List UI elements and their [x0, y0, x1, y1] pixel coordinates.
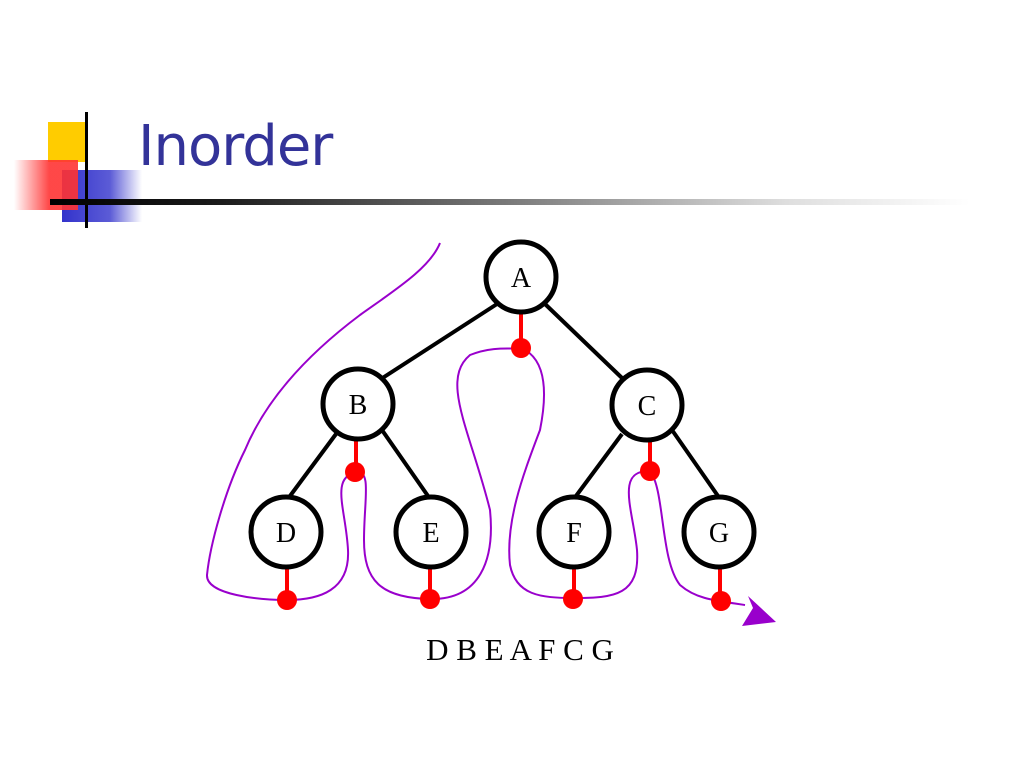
node-c	[609, 367, 685, 443]
node-e-label: E	[422, 518, 439, 549]
slide-title: Inorder	[138, 114, 333, 179]
node-e	[393, 494, 469, 570]
traversal-path	[205, 242, 746, 606]
visit-marker-b	[345, 462, 365, 482]
node-f	[536, 494, 612, 570]
visit-marker-a	[511, 338, 531, 358]
node-f-label: F	[566, 518, 582, 549]
node-b	[320, 366, 396, 442]
visit-markers	[277, 338, 731, 611]
edge-a-c	[543, 302, 624, 380]
logo-vertical-bar	[85, 112, 88, 228]
logo-yellow-square	[48, 122, 86, 162]
visit-stems	[285, 312, 722, 601]
visit-marker-e	[420, 589, 440, 609]
node-a-label: A	[511, 263, 532, 294]
title-underline	[50, 199, 970, 205]
edge-b-d	[288, 432, 338, 498]
node-d-label: D	[276, 518, 296, 549]
visit-marker-g	[711, 591, 731, 611]
node-b-label: B	[349, 390, 368, 421]
visit-marker-d	[277, 590, 297, 610]
edge-c-g	[670, 428, 720, 498]
node-d	[248, 494, 324, 570]
tree-edges	[288, 302, 720, 498]
edge-a-b	[379, 302, 499, 381]
traversal-arrowhead	[742, 596, 776, 626]
tree-nodes	[248, 239, 757, 570]
edge-c-f	[574, 432, 624, 498]
visit-marker-c	[640, 461, 660, 481]
inorder-sequence: D B E A F C G	[426, 632, 614, 667]
node-g-label: G	[709, 518, 729, 549]
edge-b-e	[380, 428, 430, 498]
visit-marker-f	[563, 589, 583, 609]
node-c-label: C	[638, 391, 657, 422]
node-a	[483, 239, 559, 315]
node-g	[681, 494, 757, 570]
node-labels: A B C D E F G	[276, 263, 729, 549]
